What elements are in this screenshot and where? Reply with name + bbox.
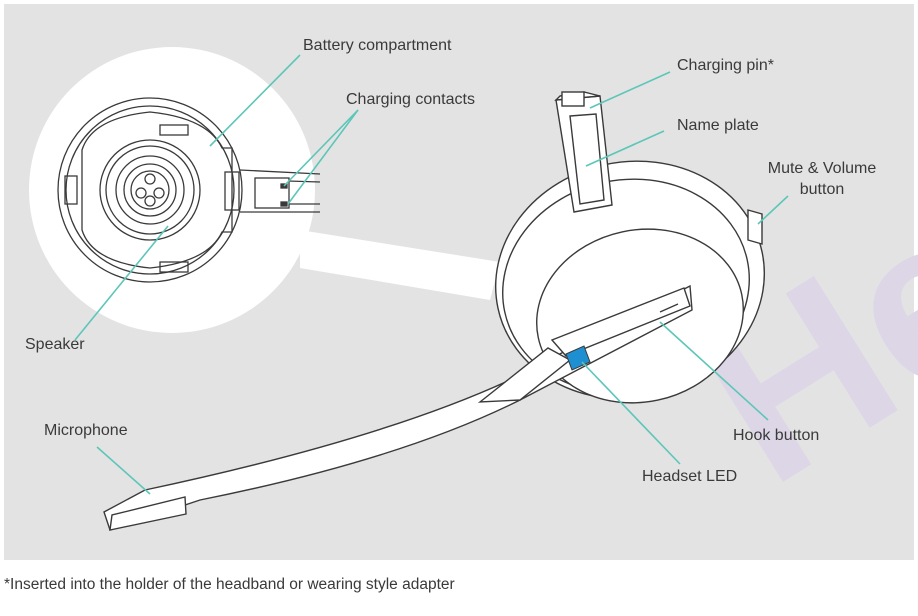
label-hook-button: Hook button [733, 427, 820, 444]
footnote: *Inserted into the holder of the headban… [4, 576, 455, 594]
label-mute-volume-line1: Mute & Volume [767, 160, 877, 177]
footnote-text: Inserted into the holder of the headband… [10, 576, 455, 593]
label-battery-compartment: Battery compartment [303, 37, 452, 54]
label-charging-contacts: Charging contacts [346, 91, 475, 108]
footnote-mark: * [4, 576, 11, 593]
earpiece-back-view [57, 97, 321, 283]
label-charging-pin-mark: * [767, 57, 774, 74]
label-mute-volume-line2: button [799, 181, 845, 198]
label-charging-pin-text: Charging pin [677, 57, 768, 74]
label-mute-volume-button: Mute & Volume button [763, 159, 881, 200]
label-charging-pin: Charging pin* [677, 56, 774, 76]
label-headset-led: Headset LED [642, 468, 738, 485]
label-name-plate: Name plate [677, 117, 759, 134]
label-microphone: Microphone [44, 422, 128, 439]
label-speaker: Speaker [25, 336, 85, 353]
leader-lines [74, 54, 789, 495]
